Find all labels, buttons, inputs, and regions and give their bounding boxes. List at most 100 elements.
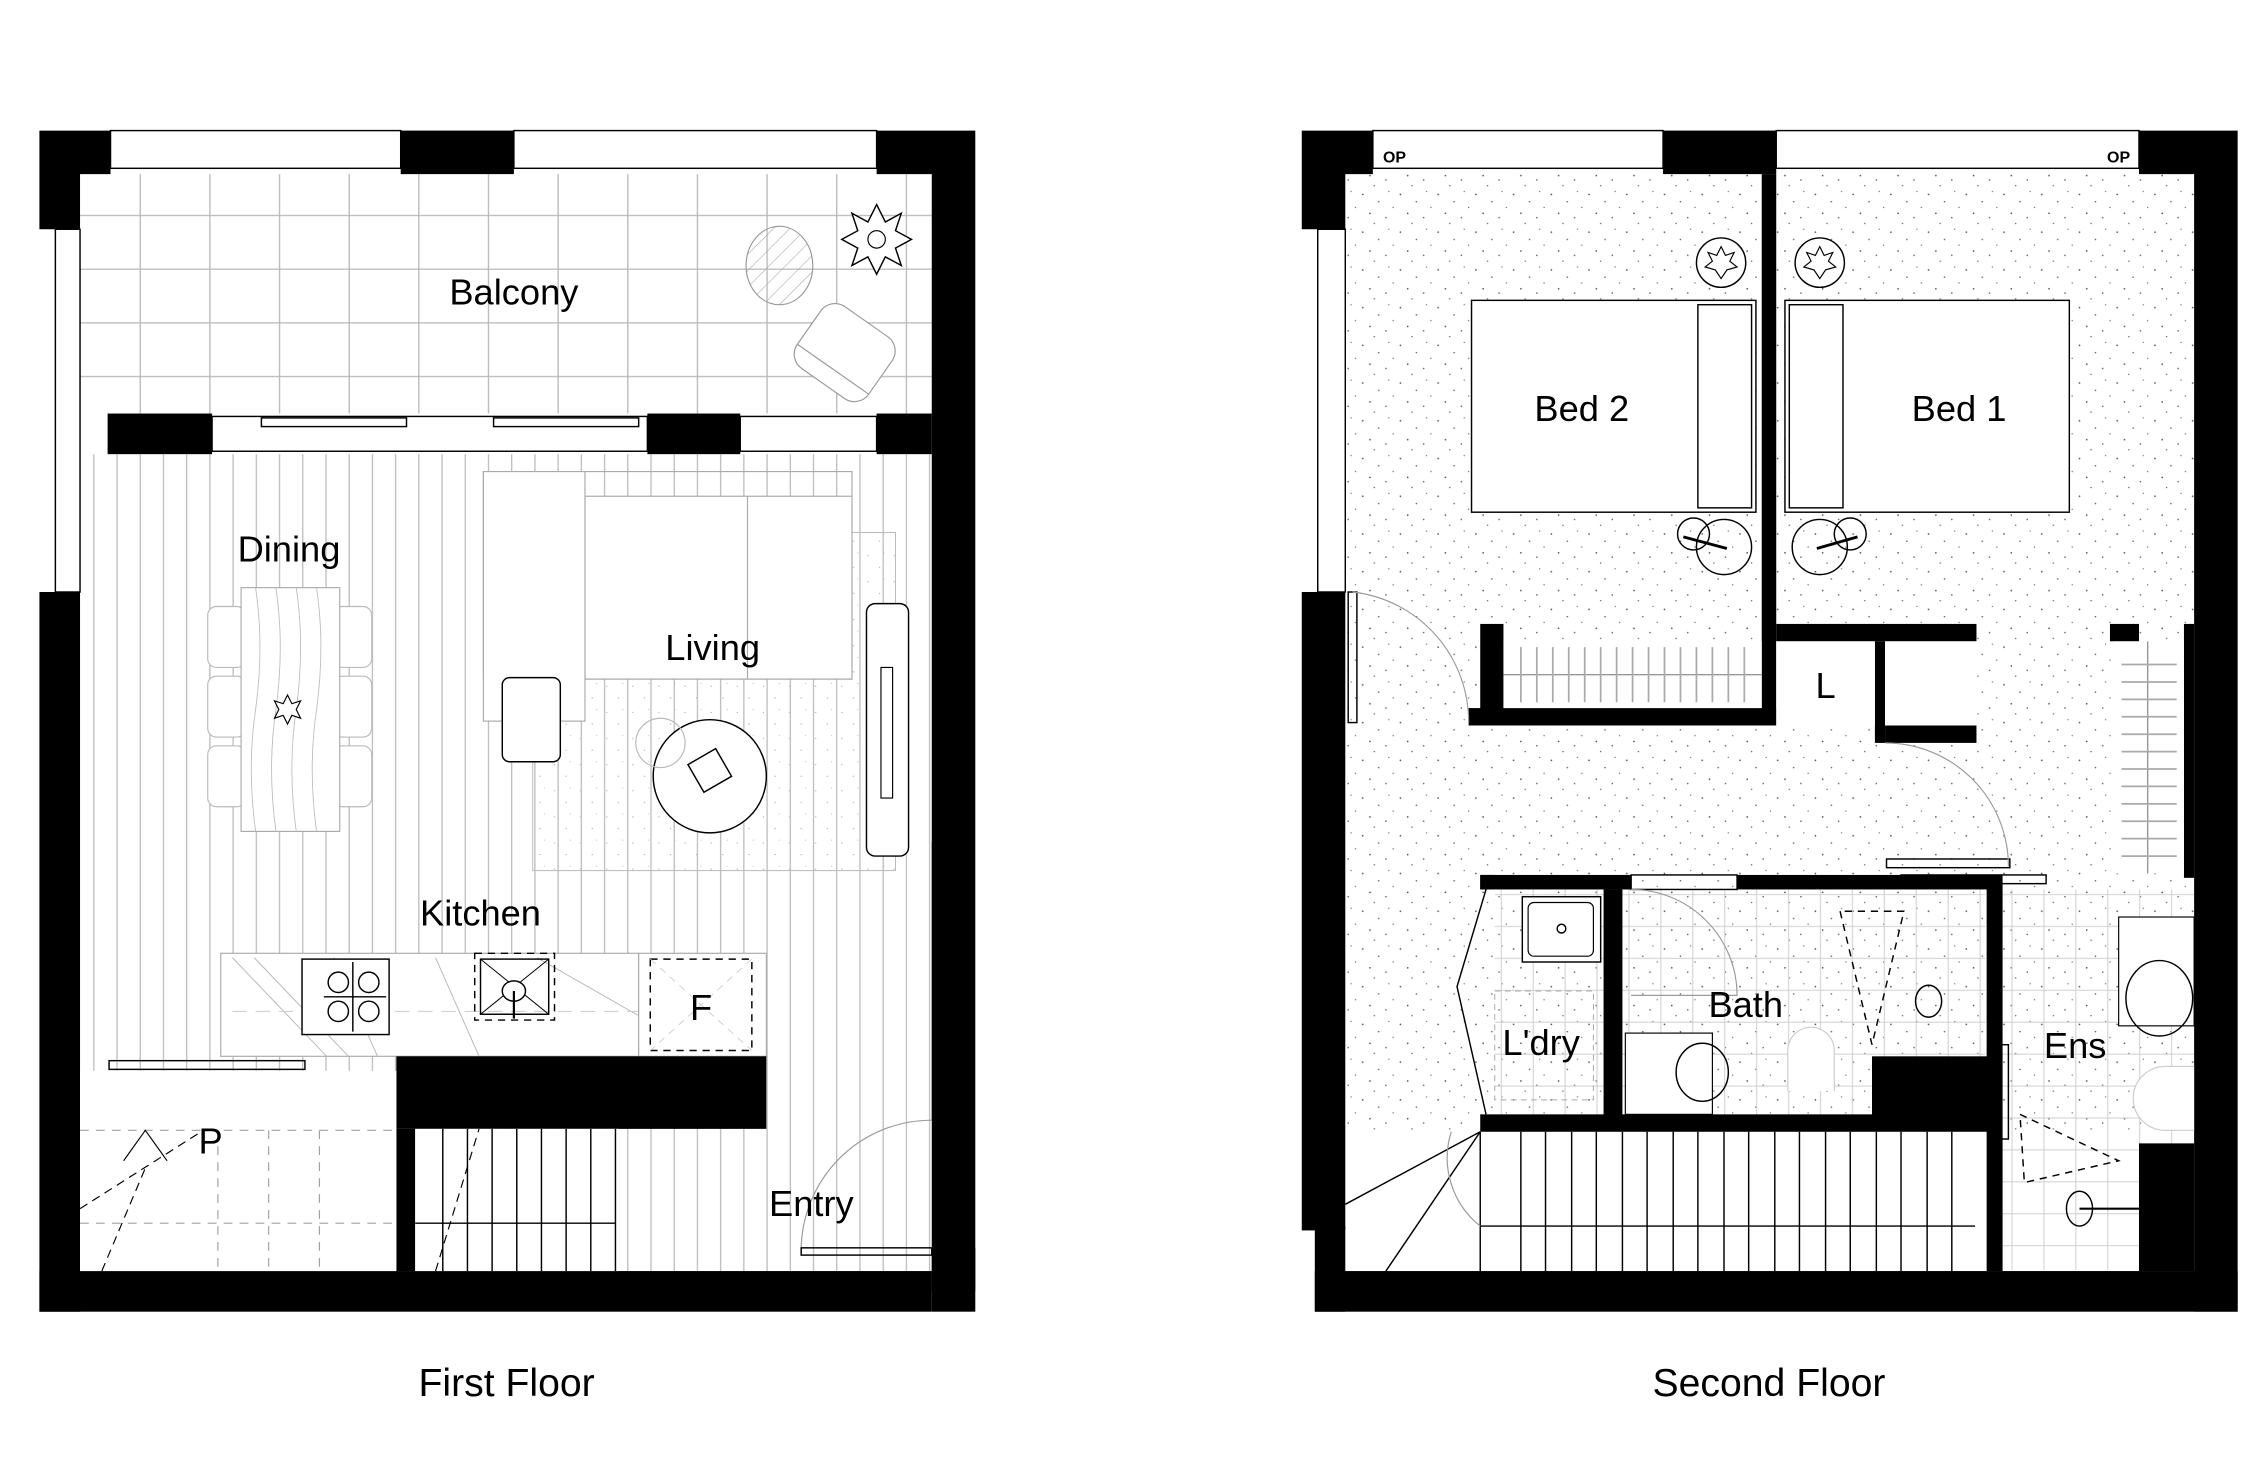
wall-right-lower <box>931 1247 976 1312</box>
room-label-living: Living <box>665 627 760 668</box>
fridge <box>649 958 753 1052</box>
wall-linen-top <box>1776 623 1977 642</box>
wall-robe-bottom <box>1468 708 1777 726</box>
room-label-pantry: P <box>199 1121 223 1162</box>
kitchen-bench <box>220 952 767 1057</box>
wall2-bottom <box>1314 1271 2238 1312</box>
room-label-bath: Bath <box>1708 984 1783 1025</box>
plan-caption-first-floor: First Floor <box>419 1362 595 1405</box>
wall-linen-bottom <box>1885 725 1977 743</box>
basin-bath <box>1675 1042 1730 1103</box>
wall-entry-right <box>931 841 951 1121</box>
vanity-ens <box>2118 916 2195 1027</box>
laundry-tub <box>1521 895 1602 963</box>
window-balcony-small <box>739 415 878 452</box>
pantry-dashes <box>80 1129 397 1272</box>
wall-robe-bed2 <box>1480 623 1504 726</box>
wall-ens-shower <box>2138 1143 2195 1272</box>
first-floor-plan: Balcony Dining Living Kitchen F P Entry … <box>39 129 976 1405</box>
wall-balcony-left <box>107 413 213 455</box>
wall2-left <box>1301 592 1346 1231</box>
room-label-ensuite: Ens <box>2044 1025 2107 1066</box>
bath-shower-rose <box>1914 984 1943 1018</box>
sliding-door-track-1 <box>260 417 408 428</box>
laundry-drain <box>1556 923 1567 934</box>
room-label-entry: Entry <box>769 1183 855 1224</box>
sliding-door-track-2 <box>492 417 640 428</box>
toilet-bath <box>1787 1026 1835 1092</box>
wall-kitchen-island <box>396 1056 767 1129</box>
stair-above-line <box>79 1129 204 1272</box>
sliding-door-1 <box>211 415 649 452</box>
laundry-basin <box>1527 901 1594 957</box>
toilet-ens <box>2132 1065 2195 1131</box>
bed-2 <box>1470 299 1757 513</box>
room-label-bed1: Bed 1 <box>1912 388 2007 429</box>
ensuite-sliding-door <box>1900 874 2047 885</box>
window2-left <box>1317 228 1347 593</box>
wall-ens-robe <box>2109 623 2139 642</box>
bath-door-frame <box>1630 874 1738 891</box>
window-top-1 <box>109 129 402 170</box>
wall-right-inner <box>2183 623 2195 878</box>
wall-balcony-right <box>876 413 932 455</box>
stairs-first-floor <box>415 1128 619 1272</box>
balcony-chair <box>793 302 896 403</box>
wall-laundry-bath <box>1603 889 1623 1129</box>
wardrobe-bed2 <box>1503 641 1762 709</box>
second-floor-plan: OP OP <box>1301 129 2238 1405</box>
room-label-balcony: Balcony <box>449 272 579 313</box>
coffee-table <box>652 718 768 834</box>
wall-wet-top-2 <box>1737 874 1994 890</box>
bed2-door-swing <box>1352 591 1470 723</box>
side-stool <box>635 717 686 769</box>
pantry-floor <box>80 1070 397 1272</box>
window-top-2 <box>513 129 878 170</box>
room-label-linen: L <box>1815 665 1835 706</box>
wall-balcony-mid <box>647 413 741 455</box>
tv-unit <box>865 602 910 857</box>
window2-top-2 <box>1775 129 2140 170</box>
washer-space <box>1494 990 1594 1101</box>
window-tag-op-left: OP <box>1383 150 1406 167</box>
entry-door-leaf <box>800 1247 933 1256</box>
pantry-sliding-door <box>108 1059 306 1071</box>
centerpiece-icon <box>273 693 302 726</box>
plan-caption-second-floor: Second Floor <box>1653 1362 1886 1405</box>
window-tag-op-right: OP <box>2107 150 2130 167</box>
wall-bedroom-divider <box>1761 174 1777 726</box>
wardrobe-bed1 <box>2112 641 2184 874</box>
wall-wet-top <box>1480 874 1632 890</box>
bed-1 <box>1784 299 2071 513</box>
room-label-dining: Dining <box>238 529 341 570</box>
window-left <box>54 228 81 593</box>
wall-stair-divider <box>396 1128 416 1272</box>
room-label-laundry: L'dry <box>1502 1022 1580 1063</box>
bath-door-swing <box>1631 888 1738 996</box>
wall-top-mid <box>400 130 514 175</box>
dining-set <box>207 587 373 832</box>
bath-shower-screen <box>1839 910 1905 1045</box>
entry-door-swing <box>800 1119 932 1251</box>
room-label-fridge: F <box>690 987 712 1028</box>
wall-left <box>39 592 81 1312</box>
lamp-icon <box>1676 517 1867 576</box>
wall2-top-right <box>2138 130 2238 1312</box>
wall-linen-mid <box>1874 641 1886 743</box>
bed1-door-swing <box>1885 742 2009 867</box>
cooktop-icon <box>301 958 390 1036</box>
ottoman <box>501 676 562 763</box>
wall-bottom <box>39 1271 932 1312</box>
sink-icon <box>473 952 556 1021</box>
stair-arrow-icon <box>123 1129 168 1162</box>
laundry-bifold-door <box>1456 889 1487 1115</box>
linen-cupboard <box>1776 641 1875 726</box>
plant-icon <box>840 202 913 276</box>
wall-laundry-left <box>1480 874 1495 890</box>
wall2-top-mid <box>1663 130 1777 175</box>
linen-cupboard-2 <box>1885 641 1977 726</box>
room-label-kitchen: Kitchen <box>420 893 541 934</box>
wall-top-left <box>39 130 111 230</box>
bedside-plant-icon <box>1695 237 1846 289</box>
